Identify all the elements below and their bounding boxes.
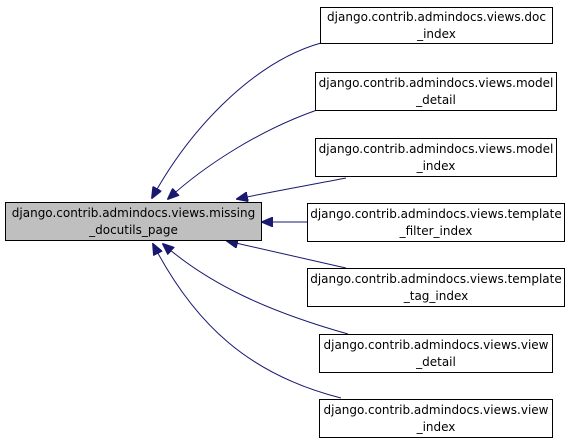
node-label-line2: _detail [416, 354, 456, 369]
edge-doc-index [152, 42, 322, 198]
node-label-line1: django.contrib.admindocs.views.template [310, 271, 562, 286]
edge-view-index [153, 244, 342, 399]
edge-model-index [237, 177, 347, 199]
node-template-tag-index[interactable]: django.contrib.admindocs.views.template … [307, 268, 565, 307]
node-label-line2: _detail [416, 92, 456, 107]
node-template-filter-index[interactable]: django.contrib.admindocs.views.template … [307, 203, 565, 242]
node-label-line1: django.contrib.admindocs.views.model [318, 141, 554, 156]
node-label-line1: django.contrib.admindocs.views.template [310, 206, 562, 221]
node-view-detail[interactable]: django.contrib.admindocs.views.view _det… [319, 334, 553, 373]
node-label-line2: _filter_index [399, 223, 473, 238]
node-label-line2: _docutils_page [89, 222, 178, 237]
node-label-line1: django.contrib.admindocs.views.view [323, 337, 549, 352]
node-missing-docutils-page[interactable]: django.contrib.admindocs.views.missing _… [5, 202, 262, 241]
edge-template-tag-index [227, 241, 347, 269]
node-label-line2: _index [416, 158, 456, 173]
node-doc-index[interactable]: django.contrib.admindocs.views.doc _inde… [320, 7, 553, 44]
node-label-line1: django.contrib.admindocs.views.missing [11, 205, 256, 220]
node-label-line1: django.contrib.admindocs.views.model [318, 75, 554, 90]
node-label-line1: django.contrib.admindocs.views.doc [327, 9, 546, 24]
node-view-index[interactable]: django.contrib.admindocs.views.view _ind… [319, 399, 553, 438]
node-model-detail[interactable]: django.contrib.admindocs.views.model _de… [315, 72, 557, 111]
node-label-line2: _tag_index [403, 288, 469, 303]
edge-view-detail [163, 244, 349, 335]
node-model-index[interactable]: django.contrib.admindocs.views.model _in… [315, 138, 557, 177]
node-label-line2: _index [417, 26, 456, 41]
node-label-line1: django.contrib.admindocs.views.view [323, 402, 549, 417]
edge-model-detail [168, 109, 318, 199]
node-label-line2: _index [416, 419, 456, 434]
